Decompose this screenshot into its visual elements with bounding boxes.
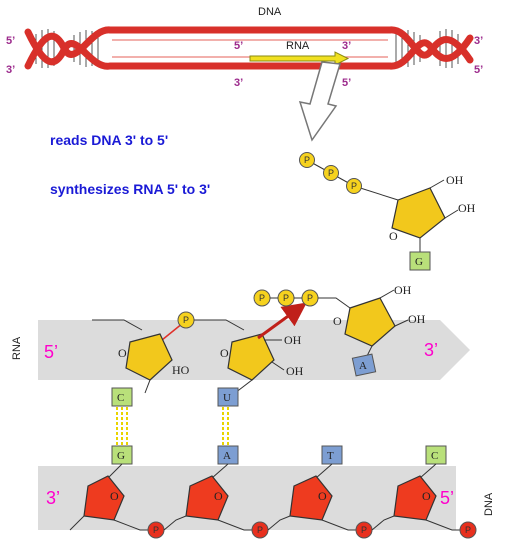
dna-strand-label: DNA xyxy=(483,492,495,516)
svg-text:O: O xyxy=(389,229,398,243)
dna-strand-top xyxy=(24,26,474,70)
rna-strand-label: RNA xyxy=(11,336,23,360)
dna-helix: DNA RNA 5’ 3’ 3’ 5’ 5’ 3’ 3’ 5’ xyxy=(6,6,483,89)
svg-text:P: P xyxy=(304,155,310,165)
svg-text:HO: HO xyxy=(172,363,190,377)
new-ntp: P P P O OH OH A xyxy=(253,283,426,377)
base-new-a xyxy=(351,353,377,377)
svg-text:P: P xyxy=(465,525,471,535)
svg-text:G: G xyxy=(117,450,125,462)
dna-nucleotide-1: G O P xyxy=(69,445,165,539)
svg-text:OH: OH xyxy=(458,201,476,215)
prime-top-right: 3’ xyxy=(474,35,483,47)
prime-rna-start: 5’ xyxy=(234,40,243,52)
svg-text:P: P xyxy=(257,525,263,535)
phosphate-ntp-3 xyxy=(346,178,362,194)
svg-text:U: U xyxy=(223,392,231,404)
dna-nucleotide-3: T O P xyxy=(267,445,373,539)
rna-nucleotide-2: O OH OH U xyxy=(194,302,307,407)
phosphate-ntp-1 xyxy=(299,152,315,168)
svg-text:O: O xyxy=(422,489,431,503)
hydrogen-bonds xyxy=(116,407,229,446)
prime-bottom-right: 5’ xyxy=(474,64,483,76)
rna-nucleotide-1: O HO C P xyxy=(92,311,195,407)
sugar-ntp-incoming xyxy=(391,187,446,239)
svg-text:G: G xyxy=(415,256,423,268)
dna-3prime: 3’ xyxy=(46,488,60,508)
svg-text:OH: OH xyxy=(286,364,304,378)
rna-arrow xyxy=(249,51,350,66)
base-rna-u xyxy=(217,387,239,407)
svg-text:T: T xyxy=(327,450,334,462)
svg-text:O: O xyxy=(318,489,327,503)
rna-label-top: RNA xyxy=(286,40,310,52)
svg-text:P: P xyxy=(307,293,313,303)
rna-5prime: 5’ xyxy=(44,342,58,362)
base-incoming-g xyxy=(409,251,431,271)
svg-text:O: O xyxy=(110,489,119,503)
svg-text:P: P xyxy=(361,525,367,535)
svg-text:C: C xyxy=(431,450,438,462)
svg-text:P: P xyxy=(153,525,159,535)
svg-text:P: P xyxy=(328,168,334,178)
svg-text:P: P xyxy=(183,315,189,325)
svg-text:OH: OH xyxy=(394,283,412,297)
svg-text:A: A xyxy=(223,450,231,462)
note-synthesizes: synthesizes RNA 5' to 3' xyxy=(50,181,210,197)
incoming-ntp: P P P OH OH O G xyxy=(299,152,476,271)
svg-text:OH: OH xyxy=(284,333,302,347)
base-rna-c xyxy=(111,387,133,407)
prime-inner-bottom-left: 3’ xyxy=(234,77,243,89)
dna-nucleotide-4: C O P xyxy=(371,445,477,539)
svg-text:O: O xyxy=(214,489,223,503)
dna-5prime: 5’ xyxy=(440,488,454,508)
rna-3prime: 3’ xyxy=(424,340,438,360)
svg-text:O: O xyxy=(333,314,342,328)
svg-text:OH: OH xyxy=(408,312,426,326)
dna-label: DNA xyxy=(258,6,282,18)
svg-text:O: O xyxy=(220,346,229,360)
prime-inner-bottom-right: 5’ xyxy=(342,77,351,89)
svg-text:C: C xyxy=(117,392,124,404)
dna-nucleotide-2: A O P xyxy=(163,445,269,539)
svg-text:P: P xyxy=(351,181,357,191)
svg-text:P: P xyxy=(259,293,265,303)
zoom-arrow xyxy=(298,61,341,142)
dna-strand-bottom xyxy=(24,28,474,70)
prime-rna-end: 3’ xyxy=(342,40,351,52)
svg-text:O: O xyxy=(118,346,127,360)
svg-text:A: A xyxy=(359,360,367,372)
bond-forming-arrow xyxy=(257,302,307,340)
note-reads: reads DNA 3' to 5' xyxy=(50,132,168,148)
svg-text:OH: OH xyxy=(446,173,464,187)
svg-text:P: P xyxy=(283,293,289,303)
prime-bottom-left: 3’ xyxy=(6,64,15,76)
phosphate-ntp-2 xyxy=(323,165,339,181)
prime-top-left: 5’ xyxy=(6,35,15,47)
